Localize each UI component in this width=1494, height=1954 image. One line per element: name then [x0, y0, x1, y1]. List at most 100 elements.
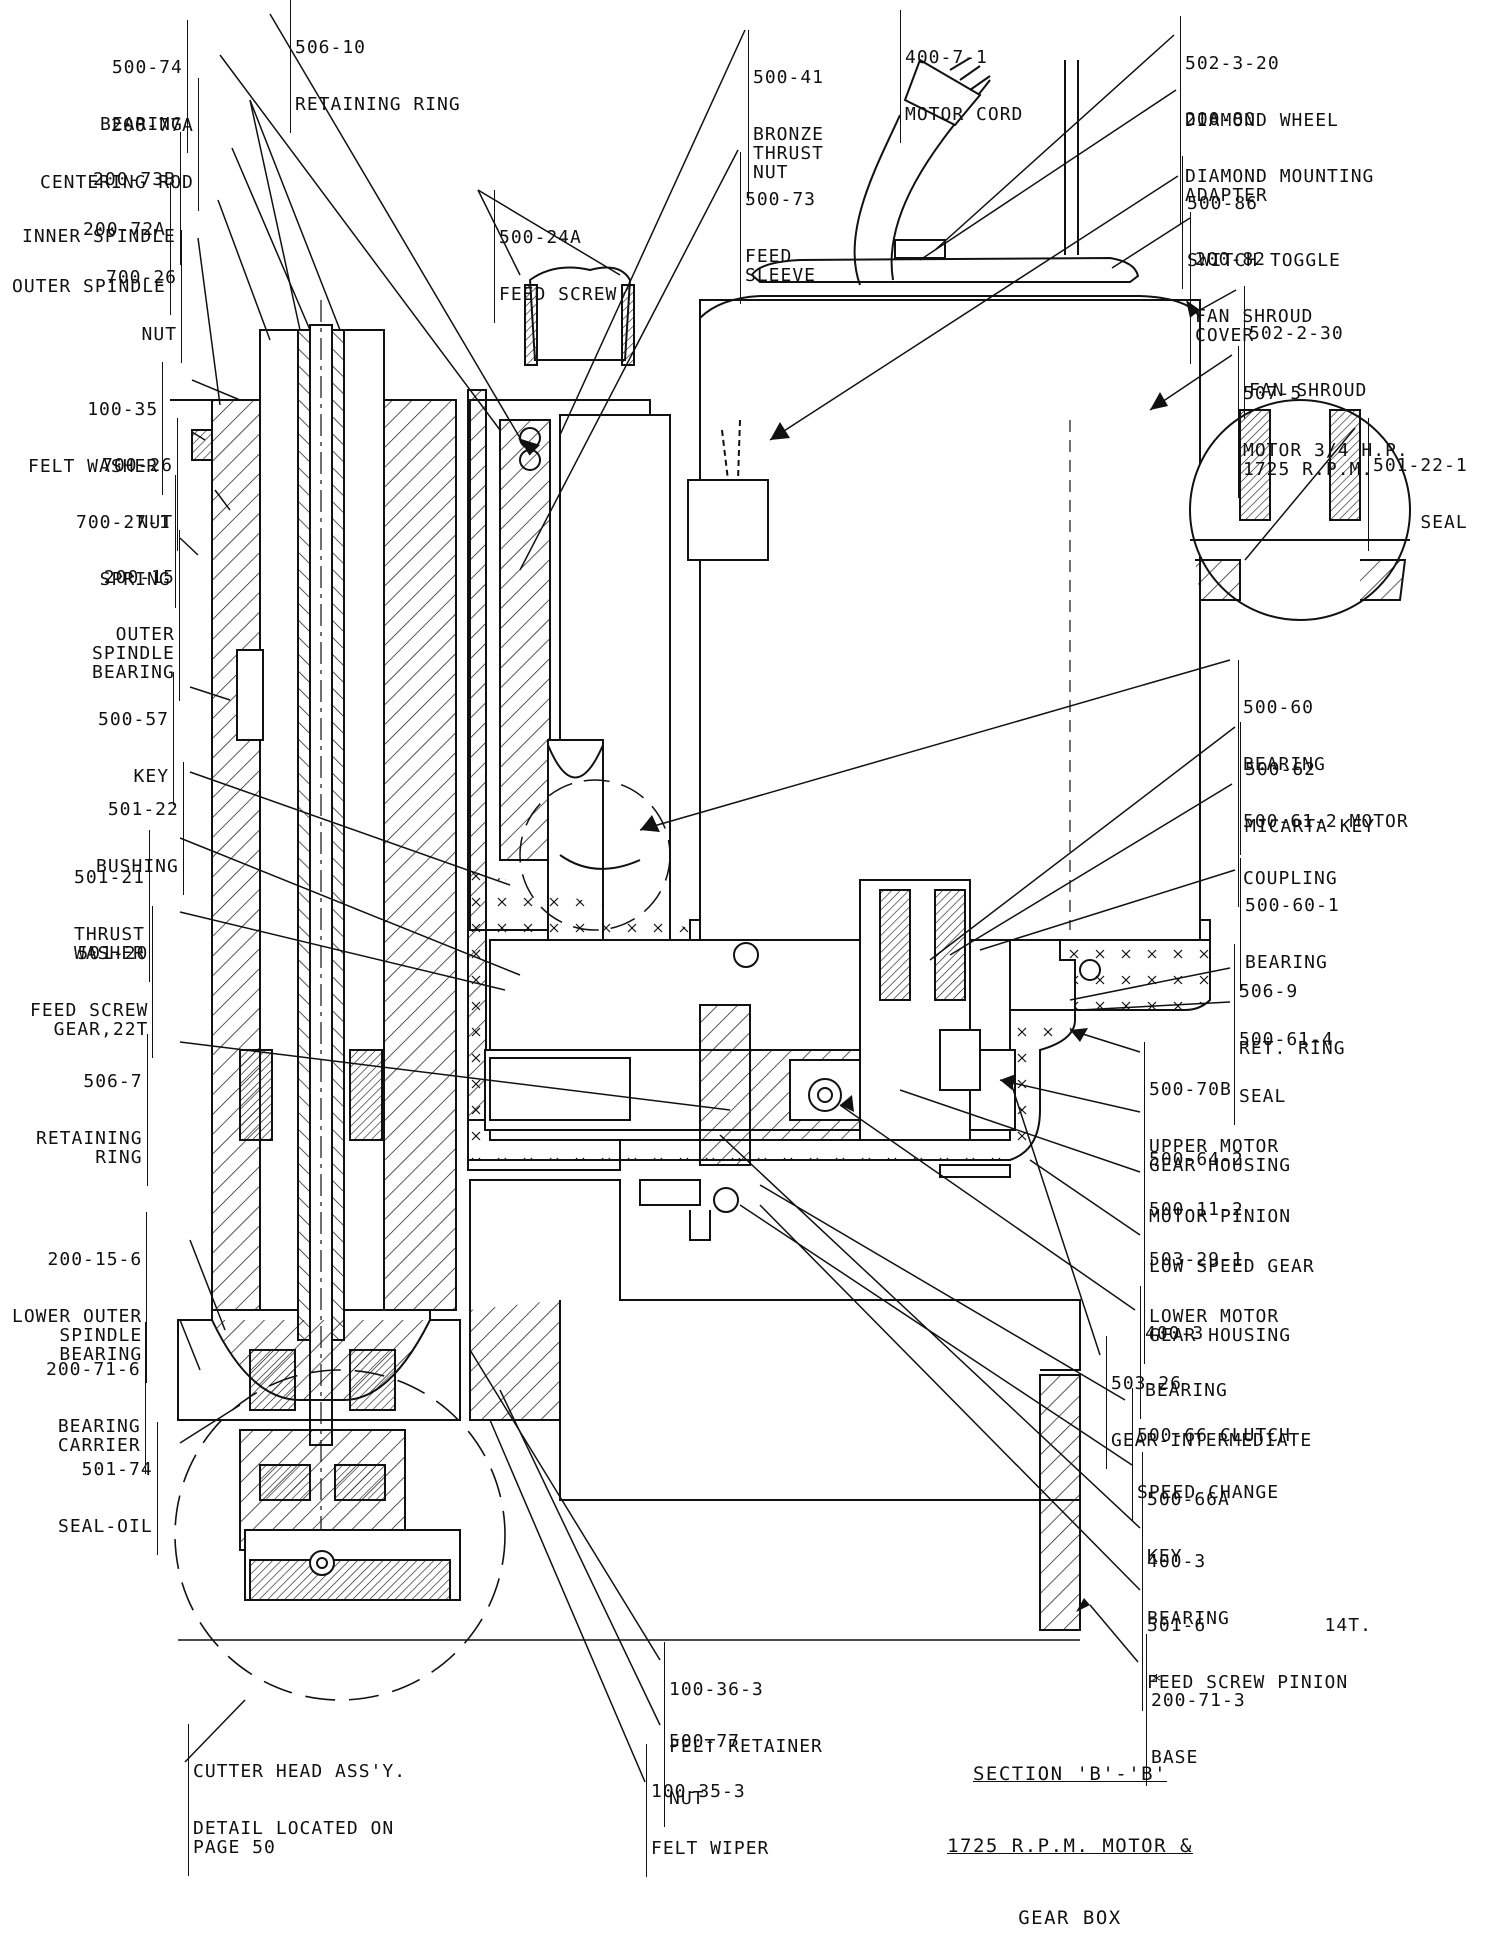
label-100-35: 100-35 FELT WASHER: [28, 362, 164, 495]
label-700-26-top: 700-26 NUT: [106, 230, 183, 363]
label-500-61-4: 500-61-4 SEAL: [1234, 992, 1334, 1125]
label-500-73: 500-73 FEED SLEEVE: [740, 152, 816, 304]
motor: [687, 57, 1211, 1000]
part-number: 500-61-2 MOTOR: [1243, 811, 1409, 832]
part-number: 500-61-4: [1239, 1029, 1334, 1050]
label-500-11-2: 500-11-2 LOW SPEED GEAR: [1144, 1162, 1315, 1295]
label-400-3-bottom: 400-3 BEARING: [1142, 1514, 1230, 1647]
part-name: BEARING: [1147, 1608, 1230, 1629]
part-number: 501-74: [81, 1459, 153, 1480]
part-number: 500-64-2: [1149, 1149, 1244, 1170]
part-number: 500-60: [1243, 697, 1315, 718]
part-number: 500-62: [1245, 759, 1317, 780]
leader-lines: [179, 13, 1356, 1783]
label-400-7-1: 400-7-1 MOTOR CORD: [900, 10, 1023, 143]
part-number: 200-82: [1195, 249, 1267, 270]
part-name: RET. RING: [1239, 1038, 1346, 1059]
part-name: KEY: [1147, 1546, 1183, 1567]
label-200-77a: 200-77A CENTERING ROD: [40, 78, 199, 211]
seal-detail: [1189, 399, 1411, 621]
part-name: THRUST WASHER: [74, 924, 146, 964]
part-name: FELT WIPER: [651, 1838, 770, 1859]
part-name: BUSHING: [96, 856, 179, 877]
part-name: FAN SHROUD COVER: [1195, 306, 1314, 346]
label-500-62: 500-62 MICARTA KEY: [1240, 722, 1375, 855]
label-506-10: 506-10 RETAINING RING: [290, 0, 461, 133]
part-name: MOTOR 3/4 H.P. 1725 R.P.M.: [1243, 440, 1409, 480]
part-name: NUT: [137, 512, 174, 533]
part-name: DETAIL LOCATED ON PAGE 50: [193, 1818, 395, 1858]
part-name: SPRING: [99, 569, 171, 590]
section-title-line3: GEAR BOX: [1018, 1907, 1122, 1929]
part-number: 507-5: [1243, 383, 1303, 404]
part-number: 100-35-3: [651, 1781, 746, 1802]
part-number: 506-10: [295, 37, 367, 58]
label-500-74: 500-74 BEARING: [100, 20, 188, 153]
label-500-86: 500-86 SWITCH TOGGLE: [1182, 156, 1341, 289]
part-number: 500-73: [745, 189, 817, 210]
part-name: MOTOR PINION: [1149, 1206, 1292, 1227]
part-number: 100-35: [87, 399, 159, 420]
part-name: SEAL-OIL: [58, 1516, 153, 1537]
part-number: CUTTER HEAD ASS'Y.: [193, 1761, 407, 1782]
part-name: BRONZE THRUST NUT: [753, 124, 825, 183]
part-number: 200-15-6: [47, 1249, 143, 1270]
part-number: 500-57: [98, 709, 170, 730]
part-number: 500-60-1: [1245, 895, 1340, 916]
part-number: 700-26: [106, 267, 178, 288]
part-number: 400-7-1: [905, 47, 988, 68]
part-name: BEARING: [100, 114, 183, 135]
part-number: 100-36-3: [669, 1679, 764, 1700]
label-500-57: 500-57 KEY: [98, 672, 175, 805]
label-200-71-3: * 200-71-3 BASE: [1146, 1634, 1246, 1786]
part-name: FEED SCREW PINION: [1147, 1672, 1349, 1693]
part-number: 500-70B: [1149, 1079, 1232, 1100]
part-name: FEED SCREW: [499, 284, 618, 305]
part-name: FELT RETAINER: [669, 1736, 823, 1757]
label-cutter-head: CUTTER HEAD ASS'Y. DETAIL LOCATED ON PAG…: [188, 1724, 406, 1876]
part-number: 200-15: [103, 567, 175, 588]
part-name: SPEED CHANGE: [1137, 1482, 1280, 1503]
label-200-15-6: 200-15-6 LOWER OUTER SPINDLE BEARING: [12, 1212, 148, 1383]
label-200-72a: 200-72A OUTER SPINDLE: [12, 182, 171, 315]
label-700-27-1: 700-27-1 SPRING: [76, 475, 176, 608]
label-501-6: 501-6 14T. FEED SCREW PINION: [1142, 1578, 1372, 1711]
part-number: 200-71-6: [46, 1359, 141, 1380]
part-name: BEARING: [1145, 1380, 1228, 1401]
section-title: SECTION 'B'-'B' 1725 R.P.M. MOTOR & GEAR…: [930, 1714, 1210, 1954]
part-name: SEAL: [1239, 1086, 1287, 1107]
part-name: INNER SPINDLE: [22, 226, 176, 247]
part-name: BEARING: [1245, 952, 1328, 973]
part-name: BASE: [1151, 1747, 1199, 1768]
part-number: 200-77A: [111, 115, 194, 136]
part-name: COUPLING: [1243, 868, 1338, 889]
part-name: FAN SHROUD: [1249, 380, 1368, 401]
part-name: SWITCH TOGGLE: [1187, 250, 1341, 271]
label-500-41: 500-41 BRONZE THRUST NUT: [748, 30, 824, 201]
part-number: 502-2-30: [1249, 323, 1344, 344]
label-506-7: 506-7 RETAINING RING: [36, 1034, 148, 1186]
part-name: KEY: [133, 766, 170, 787]
label-200-15: 200-15 OUTER SPINDLE BEARING: [92, 530, 180, 701]
part-number: 700-26: [102, 455, 174, 476]
label-500-66: 500-66 CLUTCH SPEED CHANGE: [1132, 1388, 1291, 1521]
part-number: 500-11-2: [1149, 1199, 1244, 1220]
part-number: 501-21: [74, 867, 146, 888]
part-number: 400-3: [1145, 1323, 1205, 1344]
part-number: 501-22: [107, 799, 179, 820]
part-name: FEED SCREW GEAR,22T: [30, 1000, 149, 1040]
label-200-82: 200-82 FAN SHROUD COVER: [1190, 212, 1313, 364]
label-500-60: 500-60 BEARING: [1238, 660, 1326, 793]
part-number: 500-77: [669, 1731, 741, 1752]
part-number: 506-9: [1239, 981, 1299, 1002]
label-503-26: 503-26 GEAR-INTERMEDIATE: [1106, 1336, 1312, 1469]
part-number: 503-29-1: [1149, 1249, 1244, 1270]
spindle-assembly: [170, 300, 506, 1701]
part-name: DIAMOND WHEEL: [1185, 110, 1339, 131]
part-number: 200-72A: [83, 219, 166, 240]
part-number: 501-6 14T.: [1147, 1615, 1372, 1636]
part-number: 500-24A: [499, 227, 582, 248]
label-700-26-lower: 700-26 NUT: [102, 418, 179, 551]
part-name: GEAR-INTERMEDIATE: [1111, 1430, 1313, 1451]
part-name: RETAINING RING: [295, 94, 461, 115]
